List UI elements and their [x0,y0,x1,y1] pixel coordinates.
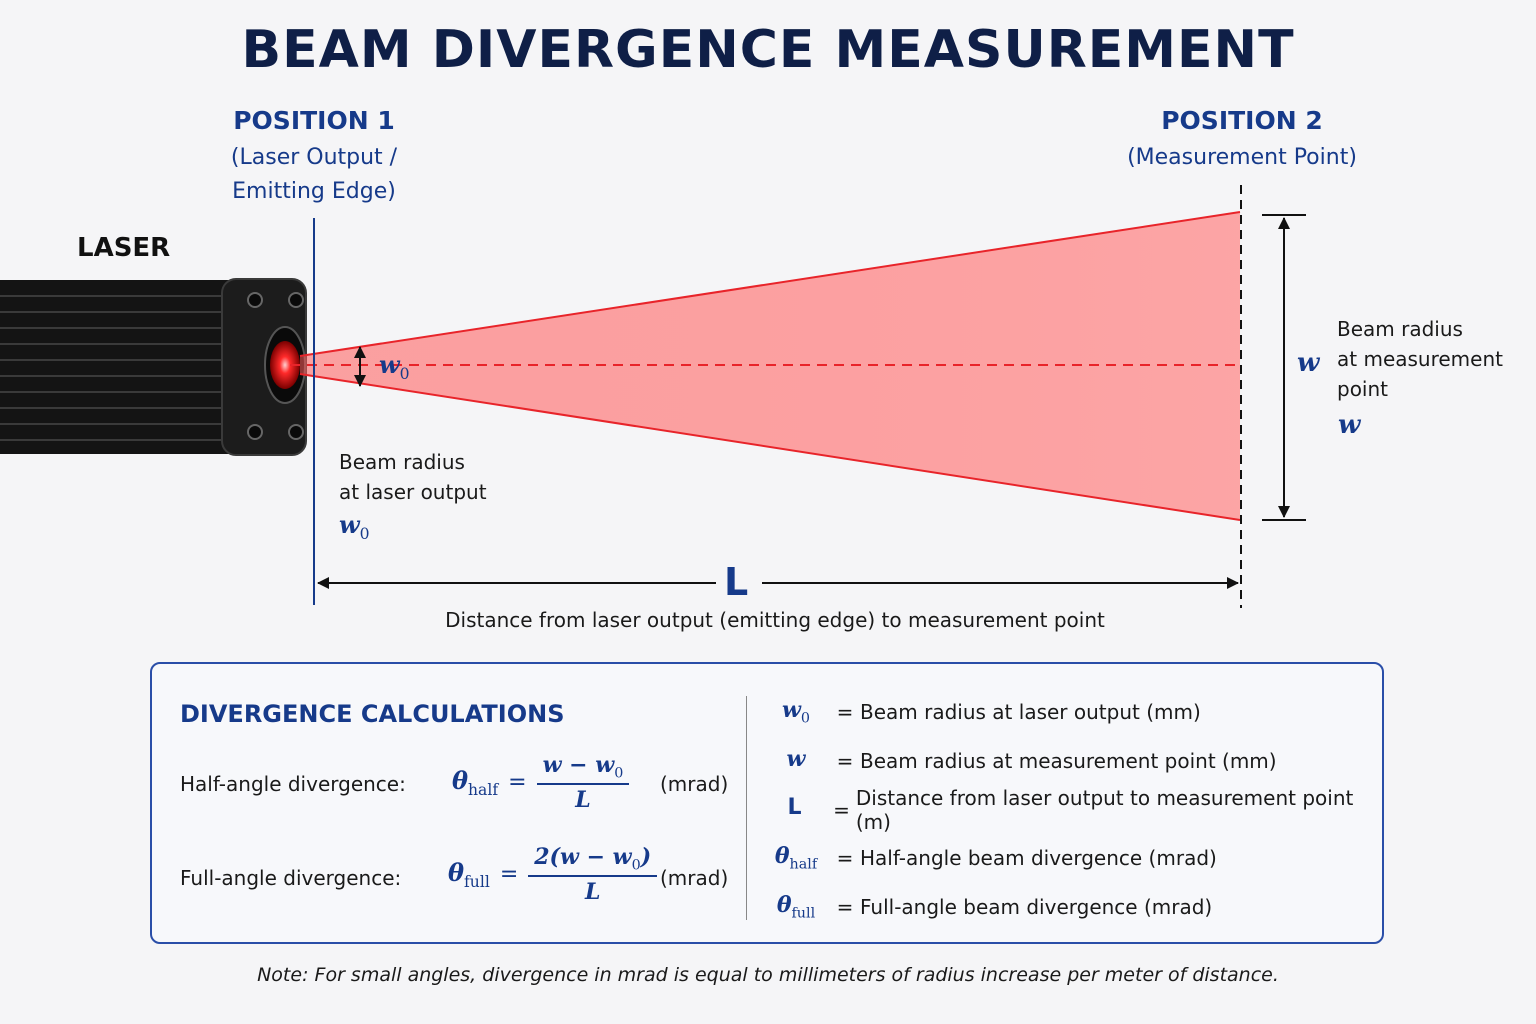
w-symbol-measure: w [1338,410,1361,440]
beam-diagram [0,185,1306,608]
definition-text: Full-angle beam divergence (mrad) [860,895,1213,919]
theta-full-symbol: θfull [448,858,490,892]
half-denominator: L [575,787,591,814]
definition-row: w = Beam radius at measurement point (mm… [762,741,1372,781]
beam-radius-measure-line1: Beam radius [1337,317,1463,341]
definition-row: θhalf = Half-angle beam divergence (mrad… [762,838,1372,878]
definition-text: Beam radius at laser output (mm) [860,700,1201,724]
definition-row: w0 = Beam radius at laser output (mm) [762,692,1372,732]
position2-heading: POSITION 2 [1161,106,1323,135]
page-title: BEAM DIVERGENCE MEASUREMENT [241,20,1295,80]
definition-equals: = [836,700,854,724]
calculations-panel: DIVERGENCE CALCULATIONS Half-angle diver… [150,662,1384,944]
position1-heading: POSITION 1 [233,106,395,135]
definition-row: L = Distance from laser output to measur… [762,786,1372,834]
footnote: Note: For small angles, divergence in mr… [257,964,1279,986]
beam-radius-measure-line2: at measurement [1337,347,1503,371]
full-angle-label: Full-angle divergence: [180,866,402,890]
beam-radius-output-line2: at laser output [339,480,487,504]
full-equals: = [499,862,519,888]
definition-equals: = [836,846,854,870]
half-fraction: w − w0 L [536,752,630,814]
laser-label: LASER [77,233,171,263]
w0-symbol-output: w0 [339,510,370,543]
laser-device [0,278,307,456]
half-unit: (mrad) [660,772,729,796]
panel-divider [746,696,747,920]
half-angle-label: Half-angle divergence: [180,772,406,796]
position2-sub-line1: (Measurement Point) [1127,145,1357,170]
definition-text: Beam radius at measurement point (mm) [860,749,1277,773]
beam-radius-output-line1: Beam radius [339,450,465,474]
definition-text: Distance from laser output to measuremen… [855,786,1354,834]
distance-caption: Distance from laser output (emitting edg… [445,608,1105,632]
full-fraction: 2(w − w0) L [528,844,658,906]
calculations-title: DIVERGENCE CALCULATIONS [180,700,565,728]
full-numerator: 2(w − w0) [534,844,652,874]
full-angle-formula: θfull = 2(w − w0) L [448,844,658,906]
definition-symbol: θhalf [774,843,818,873]
w-symbol-arrow: w [1297,348,1320,378]
beam-radius-measure-line3: point [1337,377,1389,401]
definition-equals: = [836,895,854,919]
definition-symbol: L [787,795,802,821]
definition-equals: = [833,798,850,822]
definition-symbol: θfull [776,892,816,922]
definition-row: θfull = Full-angle beam divergence (mrad… [762,887,1372,927]
half-angle-formula: θhalf = w − w0 L [452,752,630,814]
full-denominator: L [584,879,601,906]
w0-symbol-beam: w0 [379,350,410,383]
L-symbol: L [724,560,749,604]
position1-sub-line1: (Laser Output / [230,145,398,170]
full-fraction-bar [528,875,658,878]
definition-symbol: w [786,746,806,773]
half-equals: = [508,770,527,796]
definition-symbol: w0 [781,697,811,727]
theta-half-symbol: θhalf [452,766,499,800]
laser-aperture-glow [270,341,300,389]
definition-text: Half-angle beam divergence (mrad) [860,846,1217,870]
position1-sub-line2: Emitting Edge) [232,179,396,204]
definition-equals: = [836,749,854,773]
full-unit: (mrad) [660,866,729,890]
beam-lower-edge [299,373,1241,521]
half-fraction-bar [536,783,630,786]
half-numerator: w − w0 [542,752,624,782]
beam-upper-edge [299,211,1241,357]
